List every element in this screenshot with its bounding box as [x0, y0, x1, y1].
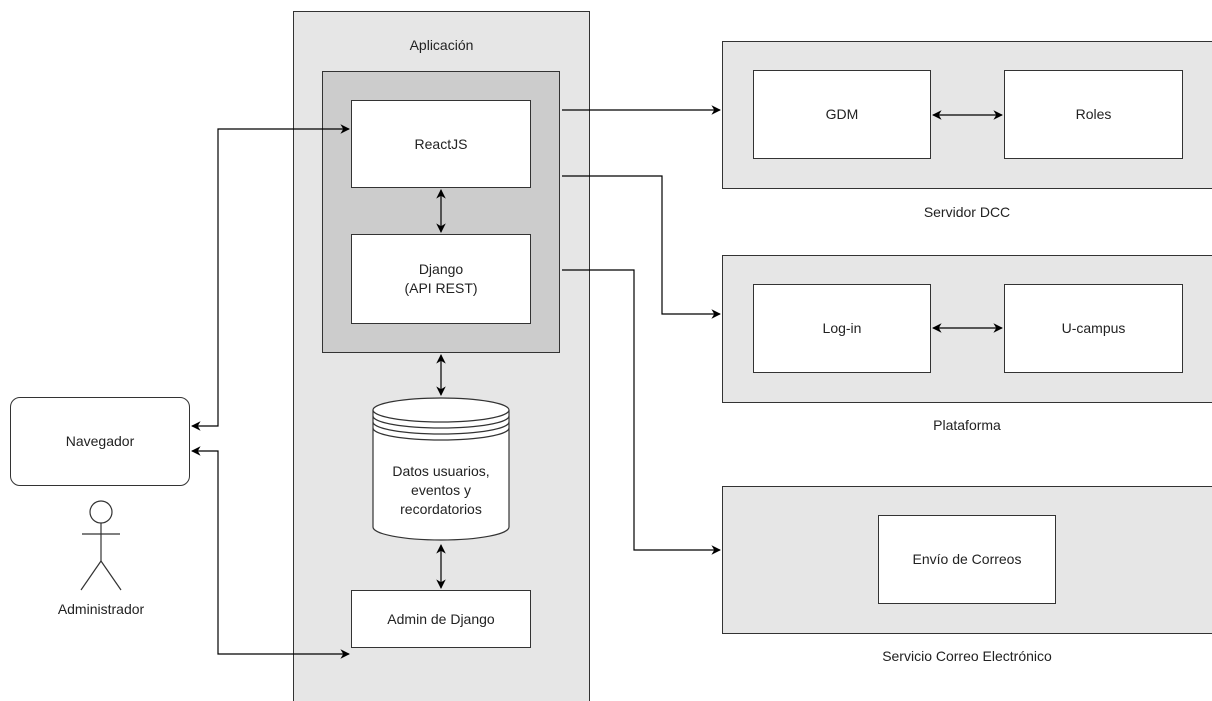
django-admin-label: Admin de Django	[387, 610, 495, 627]
django-admin-box: Admin de Django	[351, 590, 531, 648]
roles-box: Roles	[1004, 70, 1183, 159]
application-title: Aplicación	[409, 37, 474, 53]
login-label: Log-in	[822, 320, 862, 336]
servidor-dcc-label: Servidor DCC	[923, 204, 1011, 220]
database-label: Datos usuarios, eventos y recordatorios	[392, 463, 490, 517]
envio-correos-box: Envío de Correos	[878, 515, 1056, 604]
servicio-correo-label: Servicio Correo Electrónico	[882, 648, 1052, 664]
django-api-label: Django (API REST)	[404, 261, 478, 296]
roles-label: Roles	[1075, 106, 1112, 122]
gdm-label: GDM	[825, 106, 859, 122]
django-api-box: Django (API REST)	[351, 234, 531, 324]
gdm-box: GDM	[753, 70, 931, 159]
administrator-actor-icon	[76, 497, 126, 593]
ucampus-box: U-campus	[1004, 284, 1183, 373]
login-box: Log-in	[753, 284, 931, 373]
administrator-label: Administrador	[57, 601, 145, 617]
reactjs-label: ReactJS	[414, 135, 468, 152]
plataforma-label: Plataforma	[933, 417, 1001, 433]
envio-correos-label: Envío de Correos	[912, 551, 1022, 567]
database-cylinder	[372, 397, 510, 543]
ucampus-label: U-campus	[1061, 320, 1126, 336]
navegador-label: Navegador	[65, 433, 135, 449]
navegador-box: Navegador	[10, 397, 190, 486]
reactjs-box: ReactJS	[351, 100, 531, 188]
